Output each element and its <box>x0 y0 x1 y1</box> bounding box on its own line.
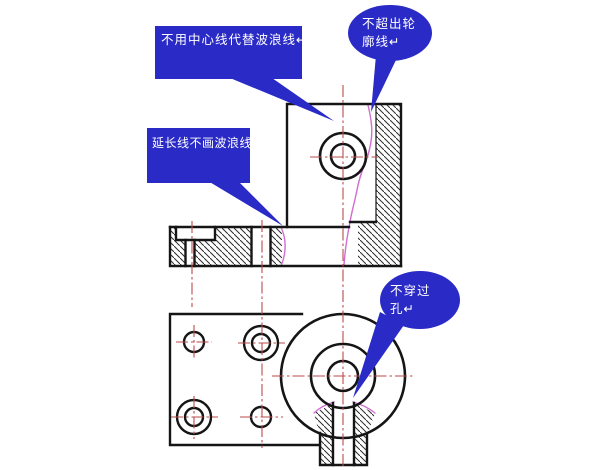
callout-not-through-hole-pointer <box>353 312 404 398</box>
hatch-wall-upper <box>376 105 401 222</box>
callout-no-centerline-box <box>155 26 302 79</box>
left-hole-slot <box>185 240 195 266</box>
top-view <box>168 312 407 467</box>
cross-top-left-hole <box>176 325 212 360</box>
callout-not-through-hole-label-2: 孔↵ <box>390 302 415 316</box>
callouts: 不用中心线代替波浪线↵ 不超出轮 廓线↵ 延长线不画波浪线↵ 不穿过 孔↵ <box>147 5 460 398</box>
middle-hole-edges <box>250 225 272 268</box>
callout-not-beyond-outline-balloon <box>348 5 432 61</box>
plate-outline <box>168 312 322 447</box>
centerlines <box>171 85 414 467</box>
left-hole-edges <box>184 238 196 268</box>
upright-outline <box>285 102 403 268</box>
hatch-base-middle <box>271 227 282 266</box>
front-view <box>168 102 403 268</box>
hatch-wall-lower <box>358 222 401 266</box>
hatch-stem-left <box>314 403 334 464</box>
callout-not-beyond-outline-pointer <box>371 55 396 112</box>
front-hole-cutouts <box>176 226 271 266</box>
base-left-bottom-edge <box>168 225 403 268</box>
cross-bottom-left-hole <box>171 396 218 439</box>
callout-no-centerline-pointer <box>230 78 334 121</box>
stem-hole-edges <box>331 401 356 467</box>
callout-no-centerline-label: 不用中心线代替波浪线↵ <box>161 32 307 47</box>
callout-not-beyond-outline-label-1: 不超出轮 <box>362 16 416 31</box>
callout-extension-line: 延长线不画波浪线↵ <box>147 128 283 226</box>
callout-extension-line-pointer <box>208 181 283 226</box>
callout-no-centerline: 不用中心线代替波浪线↵ <box>155 26 334 121</box>
callout-not-through-hole-label-1: 不穿过 <box>390 283 431 298</box>
callout-extension-line-label: 延长线不画波浪线↵ <box>152 135 263 150</box>
callout-not-through-hole: 不穿过 孔↵ <box>353 271 460 398</box>
front-break-lines <box>280 104 373 267</box>
break-line-wall <box>343 104 373 266</box>
middle-hole-slot <box>251 226 271 266</box>
callout-not-through-hole-balloon <box>380 271 460 329</box>
callout-not-beyond-outline-label-2: 廓线↵ <box>362 34 400 49</box>
callout-not-beyond-outline: 不超出轮 廓线↵ <box>348 5 432 112</box>
top-outlines <box>168 312 407 467</box>
callout-extension-line-box <box>147 128 250 183</box>
break-line-base <box>280 226 286 267</box>
counterbore-notch <box>176 226 215 240</box>
